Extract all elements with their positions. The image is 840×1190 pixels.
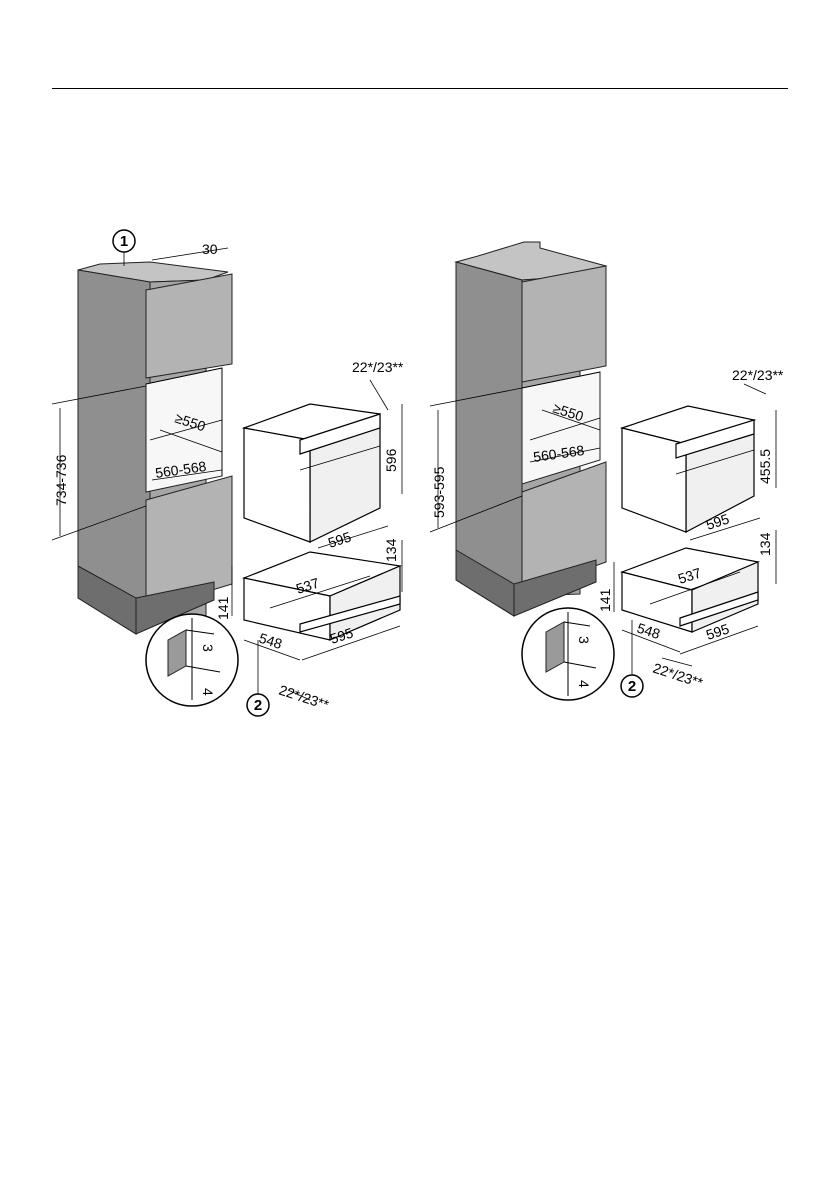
warming-drawer-left	[241, 551, 403, 641]
dim-134-left: 134	[383, 538, 399, 562]
dim-141-left: 141	[215, 596, 231, 620]
dim-455-5: 455.5	[757, 449, 773, 484]
warming-drawer-right	[620, 547, 761, 633]
diagram-right: 2 593-595 ≥550 560-568 22*/23** 455.5 59…	[429, 241, 784, 701]
dim-3-left: 3	[200, 644, 216, 652]
dim-537-left: 537	[294, 574, 321, 597]
dim-560-568-right: 560-568	[532, 442, 585, 465]
dim-4-right: 4	[576, 680, 592, 688]
dim-734-736: 734-736	[53, 454, 69, 506]
tall-cabinet-left	[77, 261, 233, 635]
dim-560-568-left: 560-568	[154, 458, 207, 481]
oven-appliance-left	[241, 403, 381, 543]
dim-134-right: 134	[757, 532, 773, 556]
dim-595-oven-right: 595	[704, 510, 731, 533]
detail-circle-right	[521, 607, 615, 701]
dimension-lines-right	[429, 383, 777, 676]
callout-1: 1	[112, 229, 136, 253]
dim-22-23-top-right: 22*/23**	[732, 367, 784, 383]
callout-2-left: 2	[246, 693, 270, 717]
detail-circle-left	[145, 613, 239, 707]
dim-141-right: 141	[597, 588, 613, 612]
svg-text:1: 1	[120, 233, 128, 250]
dim-595-drawer-right: 595	[704, 620, 731, 643]
dim-4-left: 4	[200, 688, 216, 696]
diagram-left: 1 2 30 734-736 ≥550 560-568 22*/23** 596…	[51, 229, 404, 717]
dim-22-23-bottom-right: 22*/23**	[651, 660, 705, 691]
compact-oven-right	[619, 405, 757, 533]
dim-22-23-top-left: 22*/23**	[352, 359, 404, 375]
svg-text:2: 2	[254, 697, 262, 714]
dim-595-oven-left: 595	[326, 528, 353, 551]
dim-595-drawer-left: 595	[328, 624, 355, 647]
dim-548-right: 548	[635, 620, 662, 643]
dim-3-right: 3	[576, 636, 592, 644]
header-rule	[52, 88, 788, 89]
dim-596: 596	[383, 448, 399, 472]
dim-22-23-bottom-left: 22*/23**	[277, 682, 331, 713]
callout-2-right: 2	[620, 674, 644, 698]
dim-537-right: 537	[676, 564, 703, 587]
dim-548-left: 548	[257, 630, 284, 653]
dimension-lines-left	[51, 247, 403, 701]
dim-593-595: 593-595	[431, 466, 447, 518]
svg-text:2: 2	[628, 678, 636, 695]
dim-30: 30	[202, 241, 218, 257]
tall-cabinet-right	[454, 241, 608, 617]
